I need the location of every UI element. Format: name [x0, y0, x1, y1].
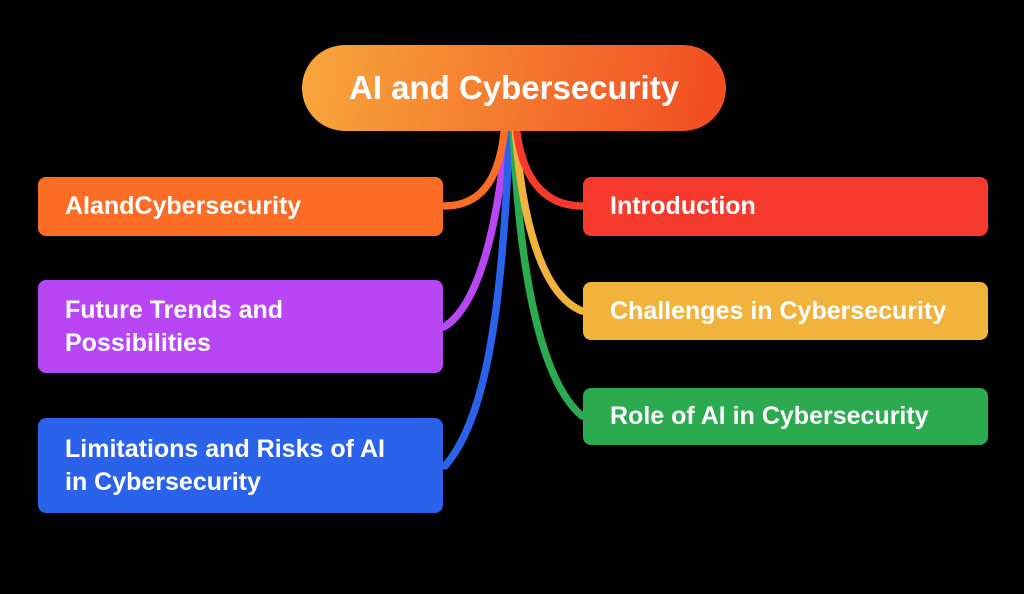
node-limitations[interactable]: Limitations and Risks of AI in Cybersecu…	[38, 418, 443, 513]
node-label: AIandCybersecurity	[65, 192, 302, 220]
connector-future-trends	[440, 120, 511, 331]
connector-aicybersecurity	[440, 120, 509, 210]
root-node[interactable]: AI and Cybersecurity	[302, 45, 726, 131]
node-label: Challenges in Cybersecurity	[610, 296, 947, 325]
node-challenges[interactable]: Challenges in Cybersecurity	[583, 282, 988, 340]
node-label: Introduction	[610, 192, 756, 220]
node-future-trends[interactable]: Future Trends and Possibilities	[38, 280, 443, 373]
connector-role-of-ai	[509, 120, 586, 420]
connector-limitations	[441, 120, 514, 470]
root-node-label: AI and Cybersecurity	[348, 69, 680, 106]
node-label: Future Trends and Possibilities	[65, 295, 284, 357]
connector-introduction	[512, 120, 586, 210]
node-aiandcybersecurity[interactable]: AIandCybersecurity	[38, 177, 443, 236]
node-role-of-ai[interactable]: Role of AI in Cybersecurity	[583, 388, 988, 445]
node-label: Role of AI in Cybersecurity	[610, 402, 929, 430]
node-introduction[interactable]: Introduction	[583, 177, 988, 236]
node-label: Limitations and Risks of AI in Cybersecu…	[65, 434, 385, 496]
connector-challenges	[511, 120, 586, 315]
